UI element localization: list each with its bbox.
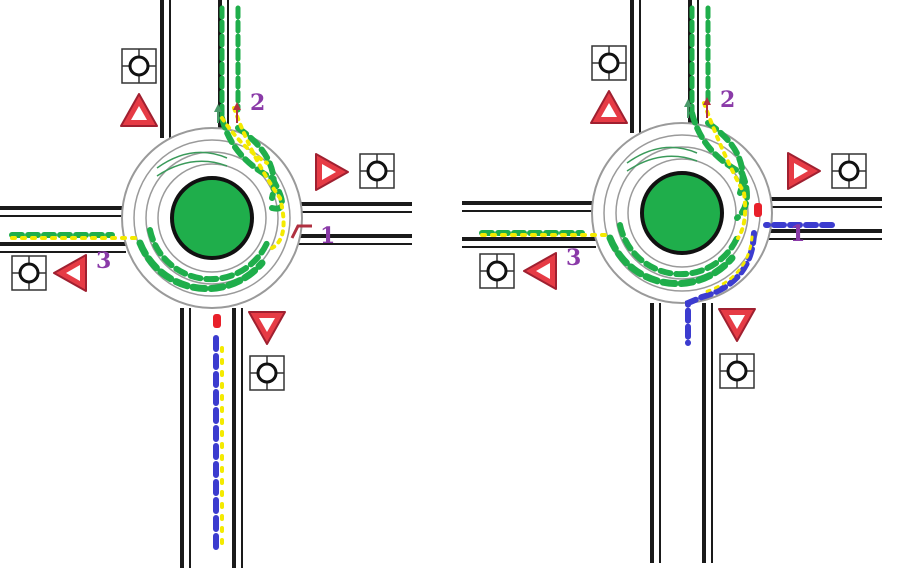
- exit-west-label: 3: [96, 248, 111, 274]
- entry-label: 1: [790, 221, 805, 247]
- yield-sign-icon: [248, 311, 286, 345]
- traffic-light-icon: [718, 352, 756, 390]
- red-vehicle: [213, 314, 221, 328]
- traffic-light-icon: [120, 47, 158, 85]
- traffic-light-icon: [10, 254, 48, 292]
- yield-sign-icon: [315, 153, 349, 191]
- entry-arrow: [290, 224, 312, 239]
- yield-sign-icon: [718, 308, 756, 342]
- exit-west-label: 3: [566, 245, 581, 271]
- yield-sign-icon: [53, 254, 87, 292]
- traffic-light-icon: [830, 152, 868, 190]
- traffic-light-icon: [358, 152, 396, 190]
- yield-sign-icon: [120, 93, 158, 127]
- right-panel: 1 2 3: [460, 0, 884, 565]
- yield-sign-icon: [523, 252, 557, 290]
- exit-north-label: 2: [720, 87, 735, 113]
- yield-sign-icon: [590, 90, 628, 124]
- roundabout-roads: [0, 0, 414, 569]
- left-panel: 1 2 3: [0, 0, 414, 569]
- yield-sign-icon: [787, 152, 821, 190]
- traffic-light-icon: [478, 252, 516, 290]
- traffic-light-icon: [590, 44, 628, 82]
- traffic-light-icon: [248, 354, 286, 392]
- red-vehicle: [754, 203, 762, 217]
- entry-label: 1: [320, 223, 335, 249]
- exit-north-label: 2: [250, 90, 265, 116]
